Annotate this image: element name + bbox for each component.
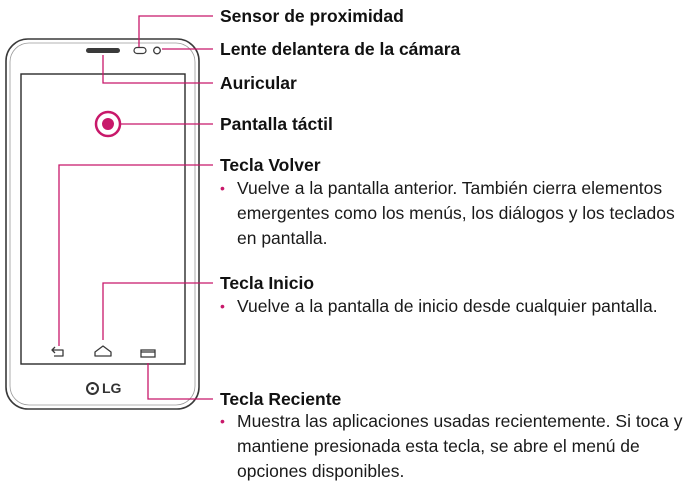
desc-home-key-text: Vuelve a la pantalla de inicio desde cua… bbox=[237, 296, 658, 316]
callout-line-home bbox=[102, 282, 213, 340]
touch-indicator-inner bbox=[102, 118, 114, 130]
bullet: • bbox=[220, 180, 225, 196]
label-home-key: Tecla Inicio bbox=[220, 273, 315, 293]
callout-line-recent bbox=[147, 363, 213, 400]
phone-inner-border bbox=[9, 42, 196, 406]
front-camera bbox=[153, 46, 161, 55]
label-recent-key: Tecla Reciente bbox=[220, 389, 342, 409]
label-proximity-sensor: Sensor de proximidad bbox=[220, 6, 404, 26]
label-front-camera-lens: Lente delantera de la cámara bbox=[220, 39, 461, 59]
home-key-icon bbox=[94, 345, 112, 357]
bullet: • bbox=[220, 413, 225, 429]
back-key-icon bbox=[51, 346, 64, 357]
desc-back-key-text: Vuelve a la pantalla anterior. También c… bbox=[237, 178, 675, 248]
label-earpiece: Auricular bbox=[220, 73, 297, 93]
lg-logo-mark bbox=[86, 382, 99, 395]
desc-home-key: • Vuelve a la pantalla de inicio desde c… bbox=[220, 294, 690, 319]
lg-logo: LG bbox=[86, 380, 121, 396]
earpiece bbox=[86, 48, 120, 53]
label-touch-screen: Pantalla táctil bbox=[220, 114, 333, 134]
desc-recent-key: • Muestra las aplicaciones usadas recien… bbox=[220, 409, 690, 484]
desc-recent-key-text: Muestra las aplicaciones usadas reciente… bbox=[237, 411, 683, 481]
desc-back-key: • Vuelve a la pantalla anterior. También… bbox=[220, 176, 690, 251]
bullet: • bbox=[220, 298, 225, 314]
callout-line-back bbox=[58, 164, 213, 346]
callout-line-proximity bbox=[138, 15, 213, 47]
lg-logo-text: LG bbox=[102, 380, 122, 396]
recent-key-icon bbox=[140, 349, 156, 358]
proximity-sensor bbox=[133, 46, 147, 55]
label-back-key: Tecla Volver bbox=[220, 155, 321, 175]
callout-line-earpiece bbox=[102, 55, 213, 84]
